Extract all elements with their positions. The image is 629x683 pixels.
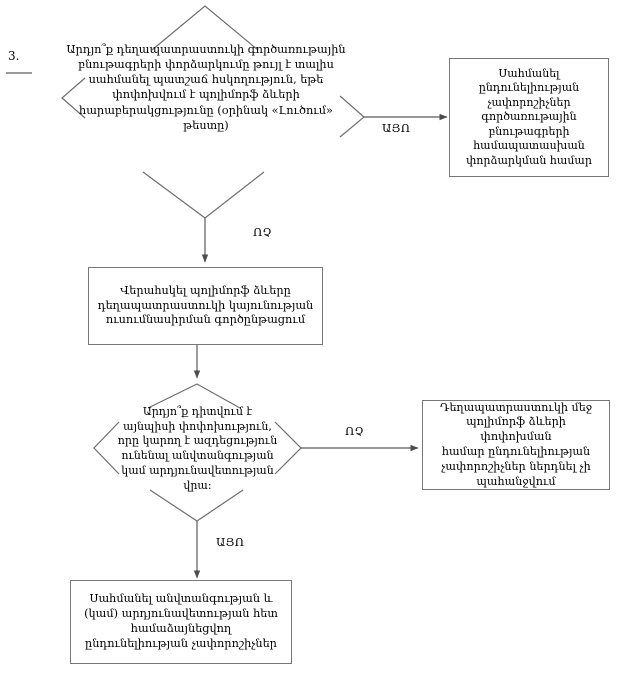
section-rule [6,72,32,74]
edge-label-yes-top: ԱՅՈ [382,121,411,135]
decision-safety-efficacy[interactable]: Արդյո՞ք դիտվում է այնպիսի փոփոխություն, … [117,405,278,492]
edge-label-no-top: ՈՉ [253,225,272,239]
process-set-acceptance-criteria-functional-label: Սահմանել ընդունելիության չափորոշիչներ գո… [466,66,592,167]
process-no-criteria-needed[interactable]: Դեղապատրաստուկի մեջ պոլիմորֆ ձևերի փոփոխ… [422,400,610,490]
process-set-safety-criteria-label: Սահմանել անվտանգության և (կամ) արդյունավ… [84,592,278,650]
process-monitor-stability[interactable]: Վերահսկել պոլիմորֆ ձևերը դեղապատրաստուկի… [88,267,323,345]
section-number: 3. [8,49,20,63]
process-set-safety-criteria[interactable]: Սահմանել անվտանգության և (կամ) արդյունավ… [70,580,292,664]
process-no-criteria-needed-label: Դեղապատրաստուկի մեջ պոլիմորֆ ձևերի փոփոխ… [439,400,593,488]
edge-label-yes-bottom: ԱՅՈ [216,535,245,549]
decision-polymorph-control[interactable]: Արդյո՞ք դեղապատրաստուկի գործառութային բն… [66,43,346,132]
process-set-acceptance-criteria-functional[interactable]: Սահմանել ընդունելիության չափորոշիչներ գո… [449,58,609,177]
edge-label-no-second: ՈՉ [345,424,364,438]
process-monitor-stability-label: Վերահսկել պոլիմորֆ ձևերը դեղապատրաստուկի… [97,283,314,327]
